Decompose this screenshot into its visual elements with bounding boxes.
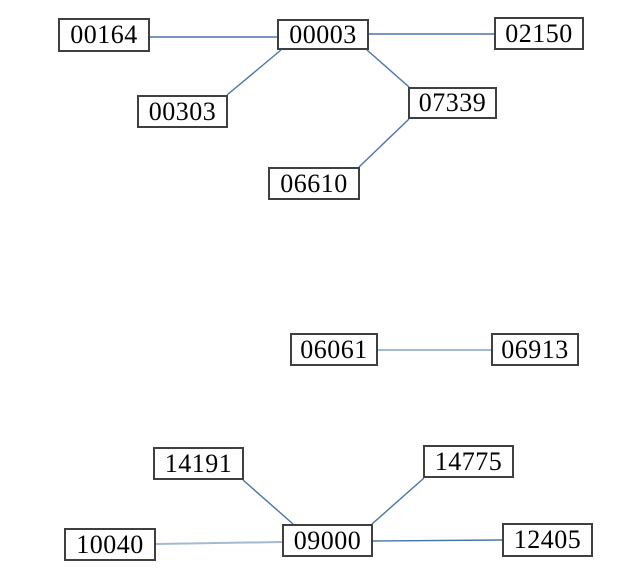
graph-node-14775: 14775 <box>423 445 514 478</box>
graph-node-00303: 00303 <box>137 95 228 128</box>
graph-node-06061: 06061 <box>290 333 378 366</box>
graph-edge-14775-09000 <box>371 477 425 525</box>
graph-node-12405: 12405 <box>502 523 593 557</box>
graph-node-14191: 14191 <box>153 447 244 480</box>
graph-edge-00003-00303 <box>226 49 282 96</box>
graph-node-07339: 07339 <box>408 87 497 119</box>
graph-edge-14191-09000 <box>242 479 294 525</box>
graph-edge-09000-12405 <box>372 539 503 542</box>
graph-edge-07339-06610 <box>358 118 410 168</box>
graph-node-02150: 02150 <box>494 17 584 50</box>
graph-edge-10040-09000 <box>155 541 283 545</box>
graph-node-00003: 00003 <box>277 19 369 50</box>
graph-edge-00003-07339 <box>366 49 410 88</box>
graph-node-00164: 00164 <box>58 18 150 52</box>
graph-node-10040: 10040 <box>64 528 156 561</box>
graph-node-06913: 06913 <box>491 333 579 366</box>
graph-node-09000: 09000 <box>282 524 373 557</box>
graph-node-06610: 06610 <box>268 167 360 200</box>
